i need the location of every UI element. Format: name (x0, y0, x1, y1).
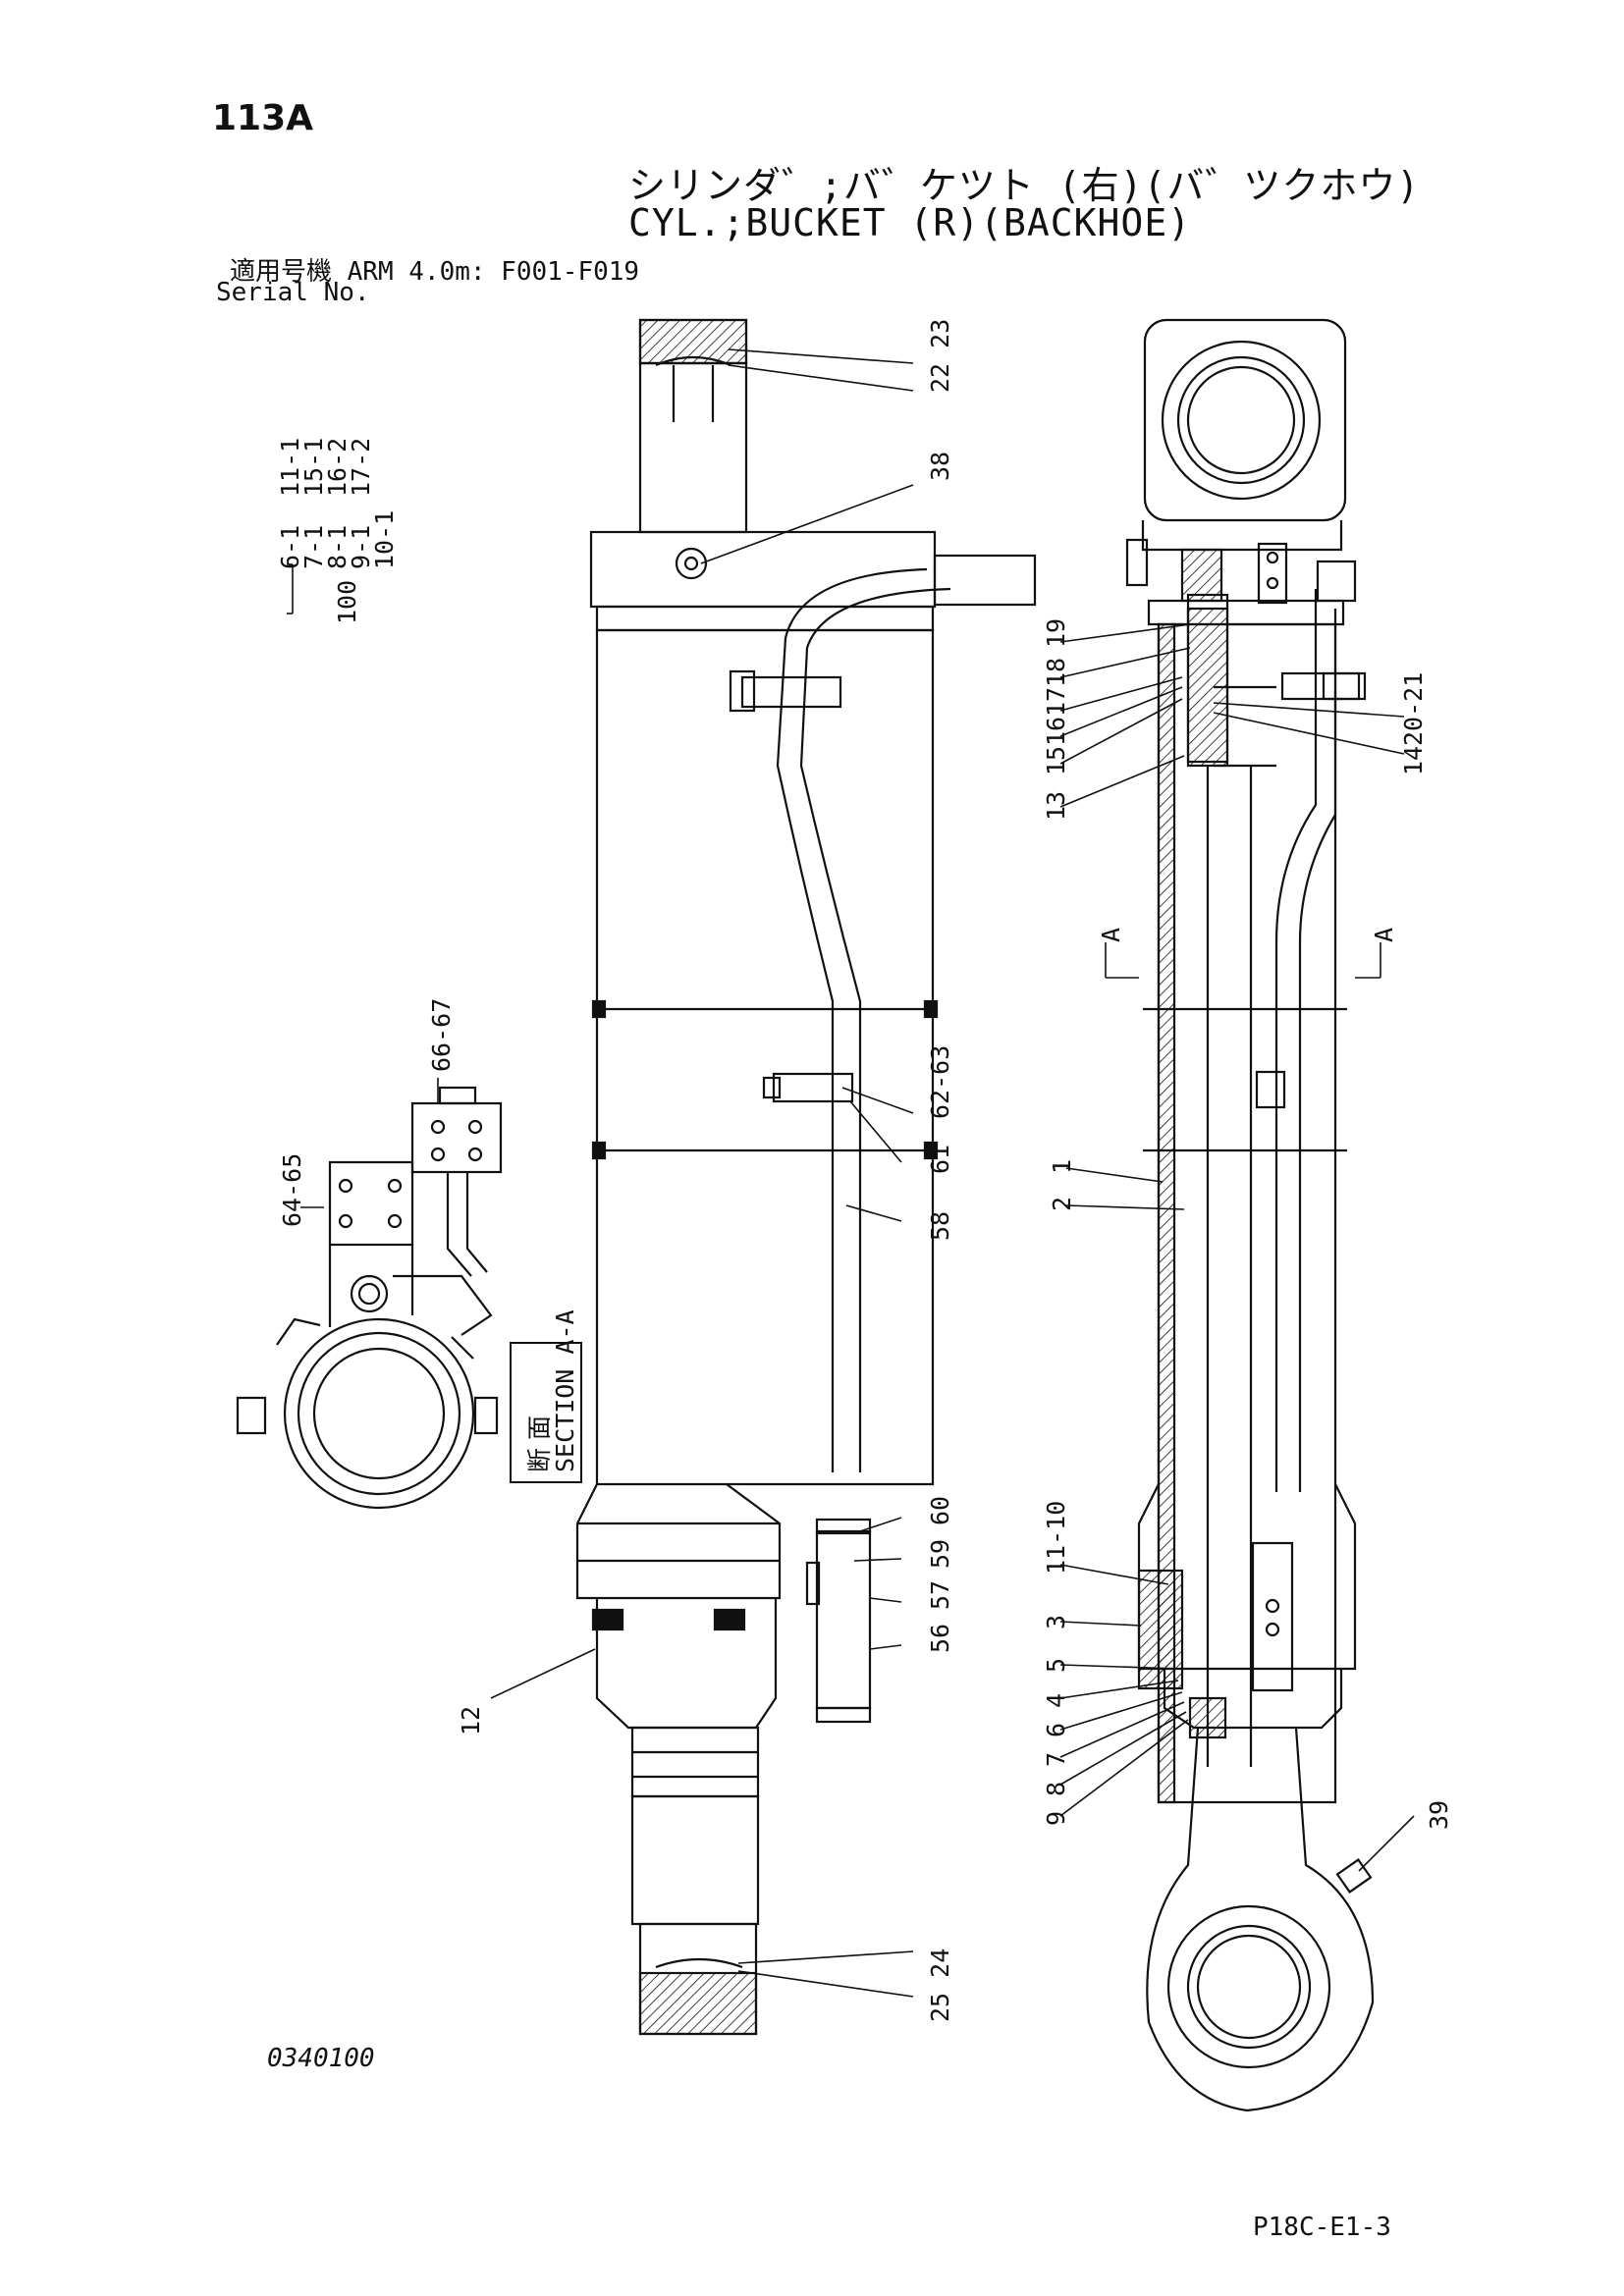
serial-number-label: Serial No. (216, 278, 370, 307)
kit-col1-2: 7-1 (299, 525, 328, 569)
callout-56: 56 (926, 1624, 954, 1653)
page-number: 113A (212, 98, 314, 138)
section-mark-left: A (1097, 928, 1125, 942)
callout-58: 58 (926, 1211, 954, 1241)
callout-25-24: 25 24 (926, 1949, 954, 2022)
section-a-a-view (236, 1086, 503, 1510)
section-label-jp: 断 面 (525, 1415, 554, 1472)
callout-15: 15 (1042, 746, 1070, 775)
callout-1: 1 (1048, 1159, 1076, 1174)
callout-60: 60 (926, 1496, 954, 1525)
callout-22-23: 22 23 (926, 319, 954, 393)
left-cylinder-view (575, 318, 1037, 2036)
sheet-code: P18C-E1-3 (1253, 2213, 1391, 2242)
callout-12: 12 (457, 1706, 485, 1735)
section-mark-right: A (1370, 928, 1398, 942)
callout-59: 59 (926, 1539, 954, 1569)
title-japanese: シリンダ゛;バ゛ケツト (右)(バ゛ツクホウ) (628, 164, 1421, 207)
callout-5: 5 (1042, 1658, 1070, 1673)
title-english: CYL.;BUCKET (R)(BACKHOE) (628, 201, 1192, 244)
callout-18: 18 (1042, 658, 1070, 687)
kit-col2-4: 17-2 (347, 438, 375, 497)
right-cylinder-section (1125, 318, 1375, 2112)
callout-64-65: 64-65 (278, 1153, 306, 1227)
callout-7: 7 (1042, 1752, 1070, 1767)
leader-lines (287, 348, 1415, 1998)
left-callouts: 22 23 38 62-63 61 58 60 59 57 56 12 25 2… (457, 319, 954, 2022)
kit-col1-1: 6-1 (276, 525, 304, 569)
serial-applicability: 適用号機 ARM 4.0m: F001-F019 (230, 257, 640, 287)
callout-57: 57 (926, 1580, 954, 1610)
callout-9: 9 (1042, 1811, 1070, 1826)
callout-8: 8 (1042, 1782, 1070, 1796)
callout-66-67: 66-67 (427, 998, 456, 1072)
right-callouts: 19 18 17 16 15 13 20-21 14 1 2 11-10 3 5… (1042, 618, 1453, 1830)
callout-19: 19 (1042, 618, 1070, 648)
callout-61: 61 (926, 1145, 954, 1174)
section-label-en: SECTION A-A (551, 1309, 579, 1472)
section-callouts: 66-67 64-65 断 面 SECTION A-A A A (278, 928, 1398, 1472)
kit-col1-5: 10-1 (370, 510, 399, 569)
callout-3: 3 (1042, 1615, 1070, 1629)
kit-parts-list: 100 6-1 7-1 8-1 9-1 10-1 11-1 15-1 16-2 … (276, 438, 399, 624)
kit-col1-3: 8-1 (323, 525, 352, 569)
kit-label: 100 (333, 580, 361, 624)
callout-20-21: 20-21 (1399, 672, 1428, 746)
callout-16: 16 (1042, 717, 1070, 746)
drawing-number: 0340100 (267, 2044, 375, 2073)
callout-4: 4 (1042, 1693, 1070, 1708)
callout-38: 38 (926, 452, 954, 481)
kit-col2-2: 15-1 (299, 438, 328, 497)
callout-2: 2 (1048, 1197, 1076, 1211)
callout-11-10: 11-10 (1042, 1501, 1070, 1575)
kit-col1-4: 9-1 (347, 525, 375, 569)
kit-col2-1: 11-1 (276, 438, 304, 497)
callout-13: 13 (1042, 791, 1070, 821)
callout-62-63: 62-63 (926, 1045, 954, 1119)
callout-17: 17 (1042, 687, 1070, 717)
callout-39: 39 (1425, 1800, 1453, 1830)
callout-14: 14 (1399, 746, 1428, 775)
kit-col2-3: 16-2 (323, 438, 352, 497)
callout-6: 6 (1042, 1723, 1070, 1737)
